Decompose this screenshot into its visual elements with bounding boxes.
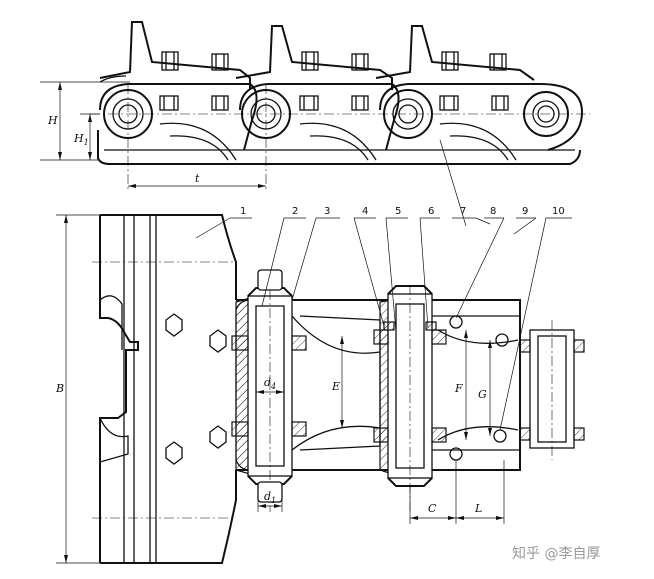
track-shoe-2 <box>235 25 393 90</box>
side-elevation-view: H H1 t <box>40 21 590 190</box>
label-C: C <box>428 502 437 515</box>
dimension-B: B <box>55 214 220 564</box>
part-number-10: 10 <box>552 206 565 217</box>
label-L: L <box>474 502 482 515</box>
part-number-1: 1 <box>240 206 246 217</box>
label-F: F <box>454 382 463 395</box>
plan-section-view: B <box>55 139 585 564</box>
part-number-3: 3 <box>324 206 330 217</box>
pin-right <box>519 320 585 460</box>
part-number-9: 9 <box>522 206 528 217</box>
part-number-7: 7 <box>460 206 466 217</box>
dimension-d1: d1 <box>257 484 283 512</box>
dimension-E: E <box>331 336 344 428</box>
part-number-8: 8 <box>490 206 496 217</box>
dimension-H1: H1 <box>73 113 100 160</box>
label-H1: H1 <box>73 132 89 147</box>
label-E: E <box>331 380 340 393</box>
shoe-bolts <box>159 51 509 111</box>
pin-middle <box>373 285 447 512</box>
label-G: G <box>478 388 487 401</box>
dimension-G: G <box>478 340 492 436</box>
watermark: 知乎 @李自厚 <box>512 545 600 562</box>
label-d4: d4 <box>264 376 276 391</box>
dimension-F: F <box>454 330 468 440</box>
part-number-2: 2 <box>292 206 298 217</box>
part-number-6: 6 <box>428 206 434 217</box>
part-number-5: 5 <box>395 206 401 217</box>
part-leaders <box>195 139 572 431</box>
pin-left <box>231 269 307 512</box>
label-H: H <box>47 114 58 127</box>
label-t: t <box>195 172 200 185</box>
track-shoe-3 <box>375 25 535 81</box>
part-number-4: 4 <box>362 206 368 217</box>
dimension-d4: d4 <box>256 376 284 394</box>
track-shoe-plan <box>92 214 237 564</box>
dimension-t: t <box>128 172 266 188</box>
label-B: B <box>55 382 64 395</box>
dimension-C-L: C L <box>409 460 505 524</box>
label-d1: d1 <box>264 490 276 505</box>
